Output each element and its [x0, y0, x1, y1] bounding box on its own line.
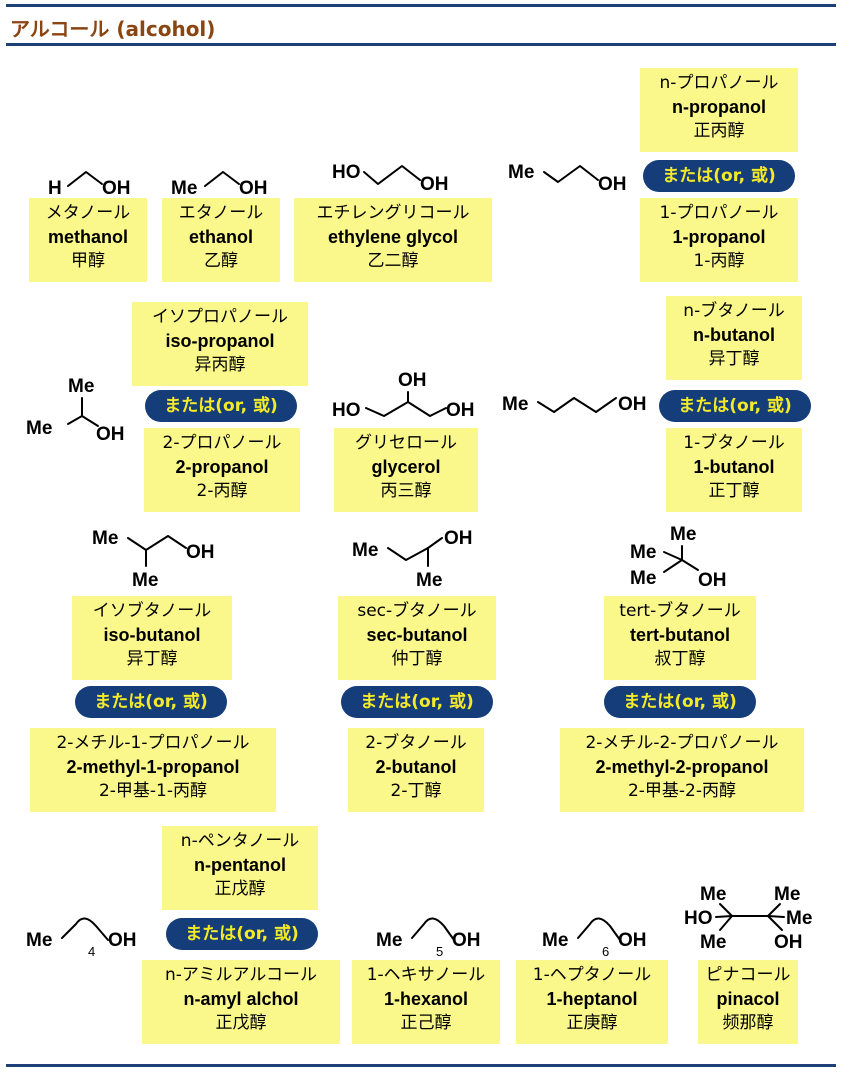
propanol-structure: Me OH: [508, 162, 627, 195]
svg-text:Me: Me: [630, 542, 656, 563]
svg-text:OH: OH: [239, 178, 268, 199]
title-rule: [6, 43, 836, 46]
svg-text:OH: OH: [444, 528, 473, 549]
methanol-structure: H OH: [48, 171, 131, 199]
tert-butanol-structure: Me Me Me OH: [630, 524, 727, 591]
or-badge: または(or, 或): [659, 390, 811, 422]
page-title: アルコール (alcohol): [10, 17, 216, 41]
or-badge: または(or, 或): [145, 390, 297, 422]
svg-text:Me: Me: [670, 524, 696, 545]
glycerol-structure: OH HO OH: [332, 370, 475, 421]
svg-text:OH: OH: [102, 178, 131, 199]
heptanol-structure: Me 6 OH: [542, 917, 647, 959]
svg-text:HO: HO: [684, 908, 713, 929]
hexanol-structure: Me 5 OH: [376, 917, 481, 959]
svg-text:Me: Me: [376, 930, 402, 951]
or-badge: または(or, 或): [643, 160, 795, 192]
sec-butanol-structure: Me OH Me: [352, 528, 473, 591]
bottom-rule: [6, 1064, 836, 1067]
svg-text:OH: OH: [446, 400, 475, 421]
ethylene-glycol-structure: HO OH: [332, 162, 449, 195]
svg-text:OH: OH: [698, 570, 727, 591]
svg-text:Me: Me: [171, 178, 197, 199]
svg-text:OH: OH: [598, 174, 627, 195]
top-rule: [6, 4, 836, 7]
svg-text:H: H: [48, 178, 62, 199]
svg-text:Me: Me: [700, 884, 726, 905]
svg-text:Me: Me: [132, 570, 158, 591]
svg-text:OH: OH: [618, 394, 647, 415]
svg-text:OH: OH: [186, 542, 215, 563]
isopropanol-structure: Me Me OH: [26, 376, 125, 445]
svg-text:Me: Me: [416, 570, 442, 591]
svg-text:Me: Me: [26, 930, 52, 951]
ethanol-structure: Me OH: [171, 171, 268, 199]
svg-text:Me: Me: [630, 568, 656, 589]
svg-text:HO: HO: [332, 162, 361, 183]
svg-text:OH: OH: [420, 174, 449, 195]
svg-text:Me: Me: [508, 162, 534, 183]
svg-text:OH: OH: [452, 930, 481, 951]
svg-text:Me: Me: [352, 540, 378, 561]
svg-text:OH: OH: [108, 930, 137, 951]
svg-text:OH: OH: [96, 424, 125, 445]
svg-text:HO: HO: [332, 400, 361, 421]
svg-text:5: 5: [436, 944, 443, 959]
svg-text:Me: Me: [542, 930, 568, 951]
or-badge: または(or, 或): [604, 686, 756, 718]
svg-text:Me: Me: [774, 884, 800, 905]
svg-text:6: 6: [602, 944, 609, 959]
svg-text:Me: Me: [700, 932, 726, 953]
svg-text:Me: Me: [68, 376, 94, 397]
svg-text:4: 4: [88, 944, 95, 959]
pinacol-structure: Me Me HO Me Me OH: [684, 884, 812, 953]
pentanol-structure: Me 4 OH: [26, 917, 137, 959]
svg-text:Me: Me: [26, 418, 52, 439]
isobutanol-structure: Me Me OH: [92, 528, 215, 591]
svg-text:OH: OH: [618, 930, 647, 951]
svg-text:OH: OH: [398, 370, 427, 391]
svg-text:Me: Me: [786, 908, 812, 929]
butanol-structure: Me OH: [502, 394, 647, 415]
or-badge: または(or, 或): [166, 918, 318, 950]
svg-text:Me: Me: [92, 528, 118, 549]
svg-text:OH: OH: [774, 932, 803, 953]
or-badge: または(or, 或): [75, 686, 227, 718]
svg-text:Me: Me: [502, 394, 528, 415]
or-badge: または(or, 或): [341, 686, 493, 718]
